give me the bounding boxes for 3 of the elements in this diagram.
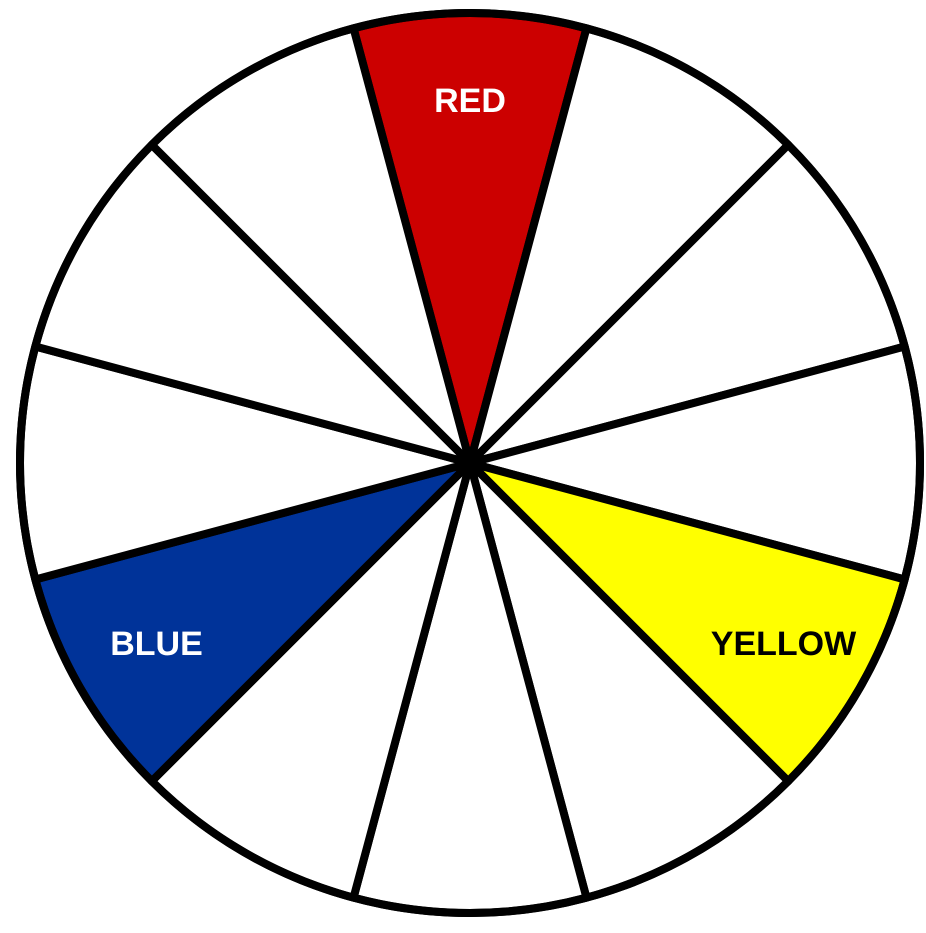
color-label: BLUE [110,627,203,661]
color-label: RED [434,84,506,118]
color-label: YELLOW [710,627,856,661]
